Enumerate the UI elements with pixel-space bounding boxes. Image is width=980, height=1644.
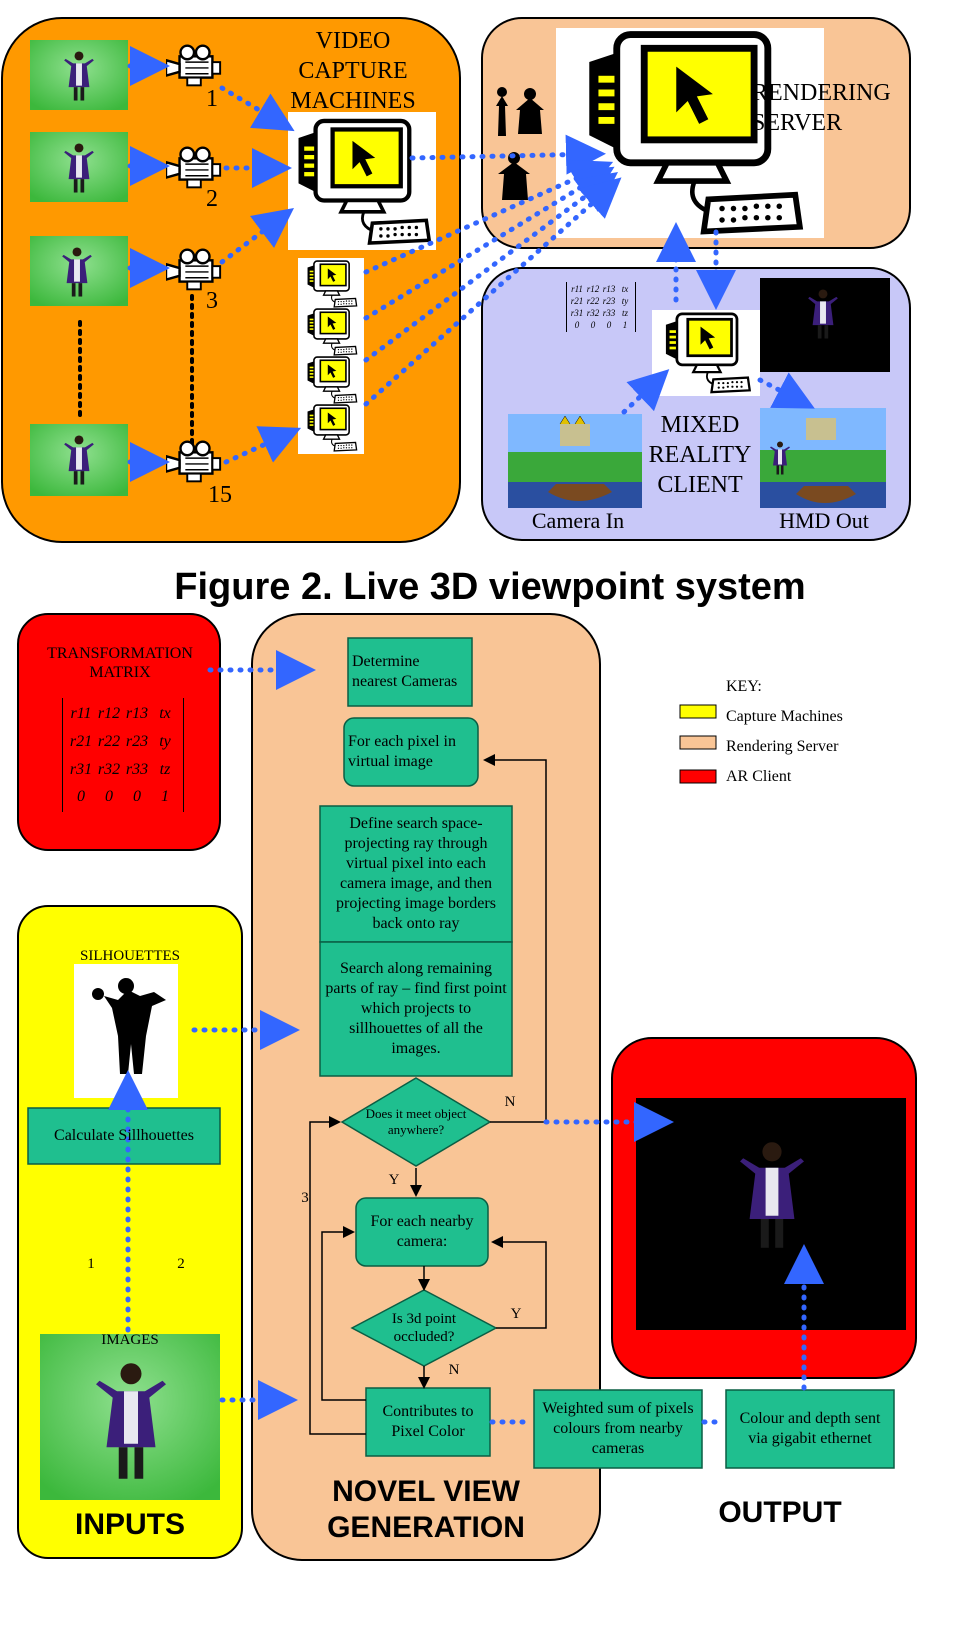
mixed-reality-client-title: MIXED REALITY CLIENT bbox=[648, 412, 752, 498]
key-swatch-rendering bbox=[679, 735, 717, 750]
calc-silhouettes-box: Calculate Sillhouettes bbox=[54, 1127, 194, 1144]
flowchart-connectors bbox=[309, 754, 547, 1435]
transformation-matrix-panel bbox=[17, 613, 221, 851]
decision-meet-shape bbox=[340, 1077, 492, 1167]
capture-machines-title: VIDEO CAPTURE MACHINES bbox=[290, 28, 416, 114]
rendering-server-title: RENDERING SERVER bbox=[752, 80, 891, 136]
silhouettes-label: SILHOUETTES bbox=[80, 948, 180, 964]
key-label-rendering: Rendering Server bbox=[726, 738, 839, 755]
box-search-along-shape bbox=[319, 941, 513, 1077]
for-each-pixel-box: For each pixel in virtual image bbox=[348, 733, 456, 770]
inputs-title: INPUTS bbox=[74, 1508, 185, 1541]
box-for-each-pixel-shape bbox=[343, 717, 479, 787]
silhouette-image bbox=[74, 964, 178, 1098]
contributes-box: Contributes to Pixel Color bbox=[382, 1403, 474, 1440]
key-label-ar: AR Client bbox=[726, 768, 792, 785]
is-occluded-decision: Is 3d point occluded? bbox=[391, 1311, 457, 1345]
images-label: IMAGES bbox=[101, 1332, 159, 1348]
colour-depth-box: Colour and depth sent via gigabit ethern… bbox=[739, 1410, 881, 1447]
novel-view-title: NOVEL VIEW GENERATION bbox=[327, 1475, 525, 1544]
capture-thumbnail-3 bbox=[30, 236, 128, 306]
hmd-out-image bbox=[760, 408, 886, 508]
camera-number-1: 1 bbox=[206, 86, 218, 112]
key-label-capture: Capture Machines bbox=[726, 708, 843, 725]
box-define-search-shape bbox=[319, 805, 513, 943]
box-determine-cameras-shape bbox=[347, 637, 473, 707]
camera-number-2: 2 bbox=[206, 186, 218, 212]
box-colour-depth-shape bbox=[725, 1389, 895, 1469]
step-number-3: 3 bbox=[301, 1190, 309, 1206]
step-number-1: 1 bbox=[87, 1256, 95, 1272]
capture-thumbnail-2 bbox=[30, 132, 128, 202]
key-swatch-ar bbox=[679, 769, 717, 784]
define-search-box: Define search space- projecting ray thro… bbox=[336, 815, 496, 932]
hmd-out-label: HMD Out bbox=[779, 508, 869, 533]
camera-in-label: Camera In bbox=[531, 508, 625, 533]
output-render-image bbox=[636, 1098, 906, 1330]
silhouette-figures-icon bbox=[496, 87, 544, 200]
meet-yes-label: Y bbox=[388, 1172, 400, 1188]
occluded-yes-label: Y bbox=[510, 1306, 522, 1322]
key-title: KEY: bbox=[726, 678, 762, 695]
key-swatch-capture bbox=[679, 704, 717, 719]
hmd-preview-black bbox=[760, 278, 890, 372]
meet-no-label: N bbox=[504, 1094, 516, 1110]
camera-number-15: 15 bbox=[208, 482, 232, 508]
for-each-camera-box: For each nearby camera: bbox=[370, 1213, 474, 1250]
camera-number-3: 3 bbox=[206, 288, 218, 314]
occluded-no-label: N bbox=[448, 1362, 460, 1378]
step-number-2: 2 bbox=[177, 1256, 185, 1272]
input-images-photo bbox=[40, 1334, 220, 1500]
determine-cameras-box: Determine nearest Cameras bbox=[352, 653, 458, 690]
weighted-sum-box: Weighted sum of pixels colours from near… bbox=[542, 1400, 694, 1457]
bottom-data-flow-arrows bbox=[108, 650, 824, 1425]
capture-thumbnail-1 bbox=[30, 40, 128, 110]
figure-caption: Figure 2. Live 3D viewpoint system bbox=[174, 566, 806, 608]
top-data-flow-arrows bbox=[127, 46, 815, 482]
camera-in-image bbox=[508, 414, 642, 508]
search-along-box: Search along remaining parts of ray – fi… bbox=[325, 960, 507, 1057]
transformation-matrix-title: TRANSFORMATION MATRIX bbox=[47, 645, 193, 681]
box-for-each-camera-shape bbox=[355, 1197, 489, 1267]
does-it-meet-decision: Does it meet object anywhere? bbox=[365, 1106, 467, 1137]
capture-thumbnail-15 bbox=[30, 424, 128, 496]
box-weighted-sum-shape bbox=[533, 1389, 703, 1469]
output-title: OUTPUT bbox=[718, 1496, 842, 1529]
